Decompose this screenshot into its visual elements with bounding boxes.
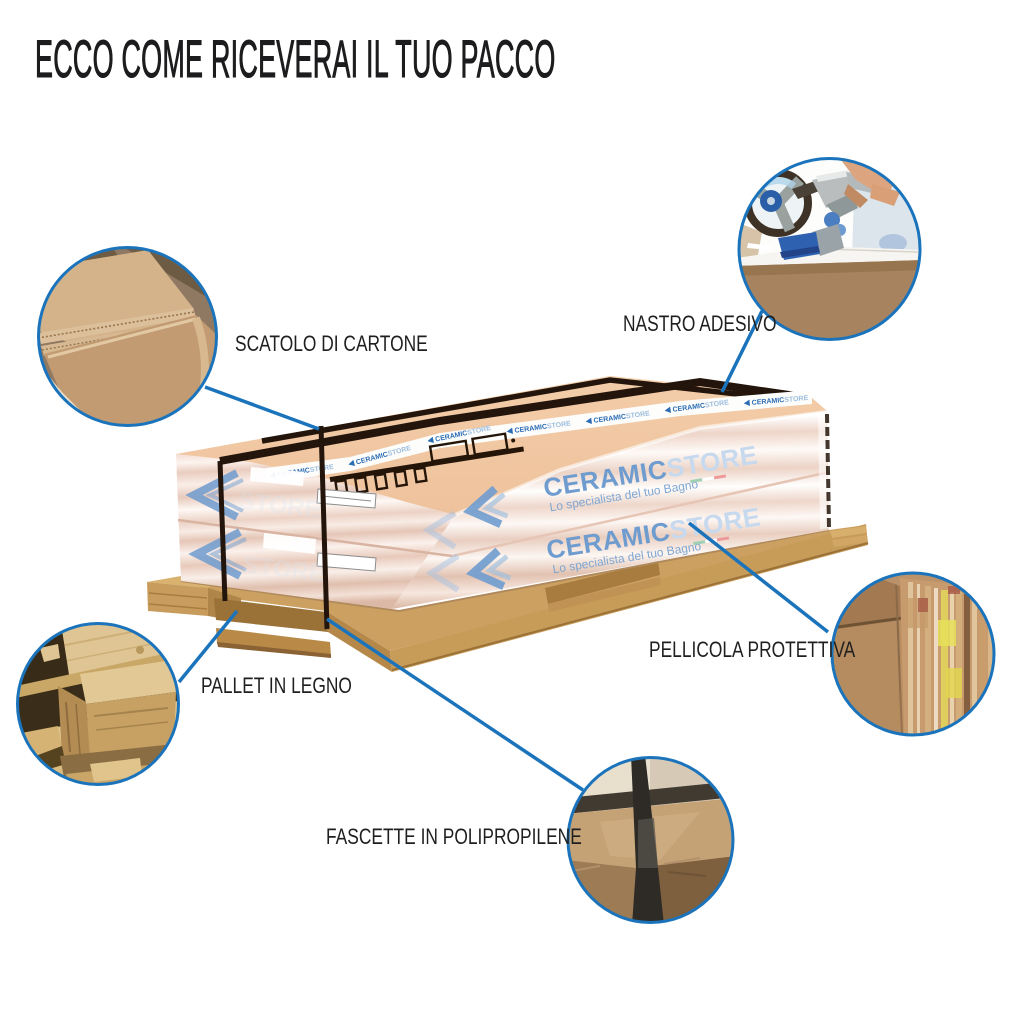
svg-text:CERAMICSTORE: CERAMICSTORE xyxy=(751,395,808,407)
svg-text:ECCO COME RICEVERAI IL TUO PAC: ECCO COME RICEVERAI IL TUO PACCO xyxy=(35,29,556,88)
svg-text:PALLET IN LEGNO: PALLET IN LEGNO xyxy=(201,674,352,698)
svg-text:FASCETTE IN POLIPROPILENE: FASCETTE IN POLIPROPILENE xyxy=(326,825,582,849)
svg-text:NASTRO ADESIVO: NASTRO ADESIVO xyxy=(623,312,776,336)
svg-text:SCATOLO DI CARTONE: SCATOLO DI CARTONE xyxy=(235,332,428,356)
svg-text:PELLICOLA PROTETTIVA: PELLICOLA PROTETTIVA xyxy=(649,638,856,662)
